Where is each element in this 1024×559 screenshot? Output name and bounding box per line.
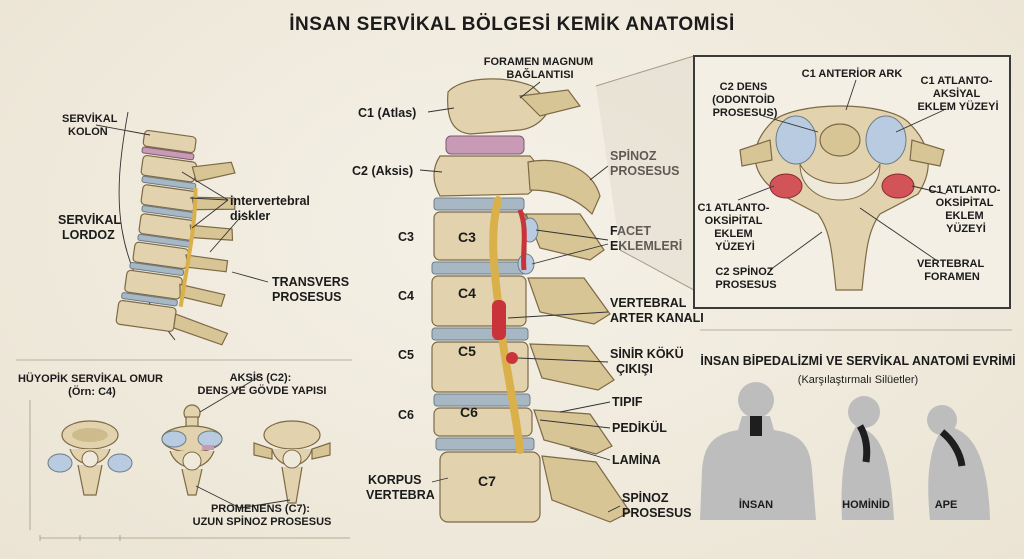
label-c1-atlas: C1 (Atlas)	[358, 106, 416, 120]
lateral-cervical-column	[95, 111, 269, 346]
axial-vertebrae-row	[29, 374, 350, 541]
label-c2-aksis: C2 (Aksis)	[352, 164, 413, 178]
inset-label-c1-oksipital-left: C1 ATLANTO- OKSİPİTAL EKLEM YÜZEYİ	[698, 202, 773, 253]
vertebra-body-labels: C3 C4 C5 C6 C7	[458, 229, 496, 489]
evolution-title: İNSAN BİPEDALİZMİ VE SERVİKAL ANATOMİ EV…	[700, 353, 1015, 368]
label-sinir-koku-cikisi: SİNİR KÖKÜ ÇIKIŞI	[610, 346, 687, 376]
inset-label-c2-spinoz: C2 SPİNOZ PROSESUS	[715, 265, 776, 291]
label-servikal-lordoz: SERVİKAL LORDOZ	[58, 212, 124, 242]
scale-ticks	[29, 400, 350, 541]
label-korpus-vertebra: KORPUS VERTEBRA	[366, 473, 435, 502]
body-label-c4: C4	[458, 285, 476, 301]
poster-title: İNSAN SERVİKAL BÖLGESİ KEMİK ANATOMİSİ	[289, 14, 735, 35]
inset-label-c1-oksipital-right: C1 ATLANTO- OKSİPİTAL EKLEM YÜZEYİ	[929, 184, 1004, 235]
vertebra-tipik	[47, 420, 133, 496]
label-spinoz-prosesus-top: SPİNOZ PROSESUS	[610, 148, 679, 178]
inset-label-vertebral-foramen: VERTEBRAL FORAMEN	[917, 258, 987, 283]
vertebra-aksis	[161, 404, 223, 496]
evolution-subtitle: (Karşılaştırmalı Silüetler)	[798, 374, 918, 386]
silhouette-ape	[927, 405, 990, 520]
label-c3: C3	[398, 230, 414, 244]
label-tipif: TIPIF	[612, 395, 643, 409]
label-vertebral-arter-kanali: VERTEBRAL ARTER KANALI	[610, 296, 704, 325]
vertebra-promenens	[253, 420, 331, 504]
silhouette-human	[700, 382, 816, 520]
atlas-inset	[595, 55, 1011, 309]
body-label-c6: C6	[460, 404, 478, 420]
label-aksis: AKSİS (C2): DENS VE GÖVDE YAPISI	[198, 371, 327, 397]
body-label-c5: C5	[458, 343, 476, 359]
main-cervical-spine	[431, 78, 631, 523]
label-transvers-prosesus: TRANSVERS PROSESUS	[272, 275, 353, 304]
silhouette-hominid	[841, 396, 894, 520]
label-lamina: LAMİNA	[612, 452, 661, 467]
figure-label-ape: APE	[935, 499, 958, 511]
label-pedikul: PEDİKÜL	[612, 420, 667, 435]
structure-labels: FORAMEN MAGNUM BAĞLANTISI SPİNOZ PROSESU…	[484, 56, 704, 520]
label-c5: C5	[398, 348, 414, 362]
level-labels: C1 (Atlas) C2 (Aksis) C3 C4 C5 C6 KORPUS…	[352, 106, 455, 502]
label-c4: C4	[398, 289, 414, 303]
label-servikal-kolon: SERVİKAL KOLON	[62, 112, 120, 138]
label-c6: C6	[398, 408, 414, 422]
inset-label-c2-dens: C2 DENS (ODONTOİD PROSESUS)	[712, 81, 778, 119]
label-promenens: PROMENENS (C7): UZUN SPİNOZ PROSESUS	[193, 503, 332, 528]
label-intervertebral-diskler: intervertebral diskler	[230, 194, 313, 223]
label-spinoz-prosesus-bottom: SPİNOZ PROSESUS	[622, 490, 691, 520]
body-label-c7: C7	[478, 473, 496, 489]
label-tipik-omur: HÜYOPİK SERVİKAL OMUR (Örn: C4)	[18, 372, 166, 398]
inset-label-c1-anterior-ark: C1 ANTERİOR ARK	[802, 67, 903, 80]
body-label-c3: C3	[458, 229, 476, 245]
inset-label-c1-atlanto-aksiyal: C1 ATLANTO- AKSİYAL EKLEM YÜZEYİ	[917, 75, 998, 113]
figure-label-insan: İNSAN	[739, 498, 773, 511]
label-foramen-magnum: FORAMEN MAGNUM BAĞLANTISI	[484, 56, 596, 81]
figure-label-hominid: HOMİNİD	[842, 498, 890, 511]
label-facet-eklemleri: FACET EKLEMLERİ	[610, 224, 682, 253]
